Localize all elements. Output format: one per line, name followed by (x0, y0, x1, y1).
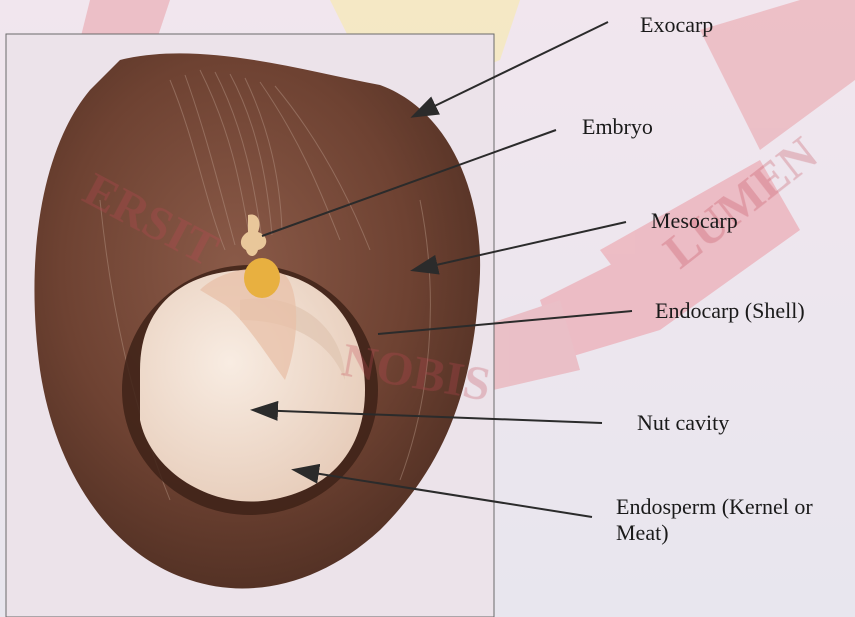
label-embryo: Embryo (582, 114, 653, 140)
label-mesocarp: Mesocarp (651, 208, 738, 234)
label-endocarp: Endocarp (Shell) (655, 298, 805, 324)
label-exocarp: Exocarp (640, 12, 713, 38)
label-nut-cavity: Nut cavity (637, 410, 729, 436)
label-endosperm: Endosperm (Kernel or Meat) (616, 494, 855, 547)
